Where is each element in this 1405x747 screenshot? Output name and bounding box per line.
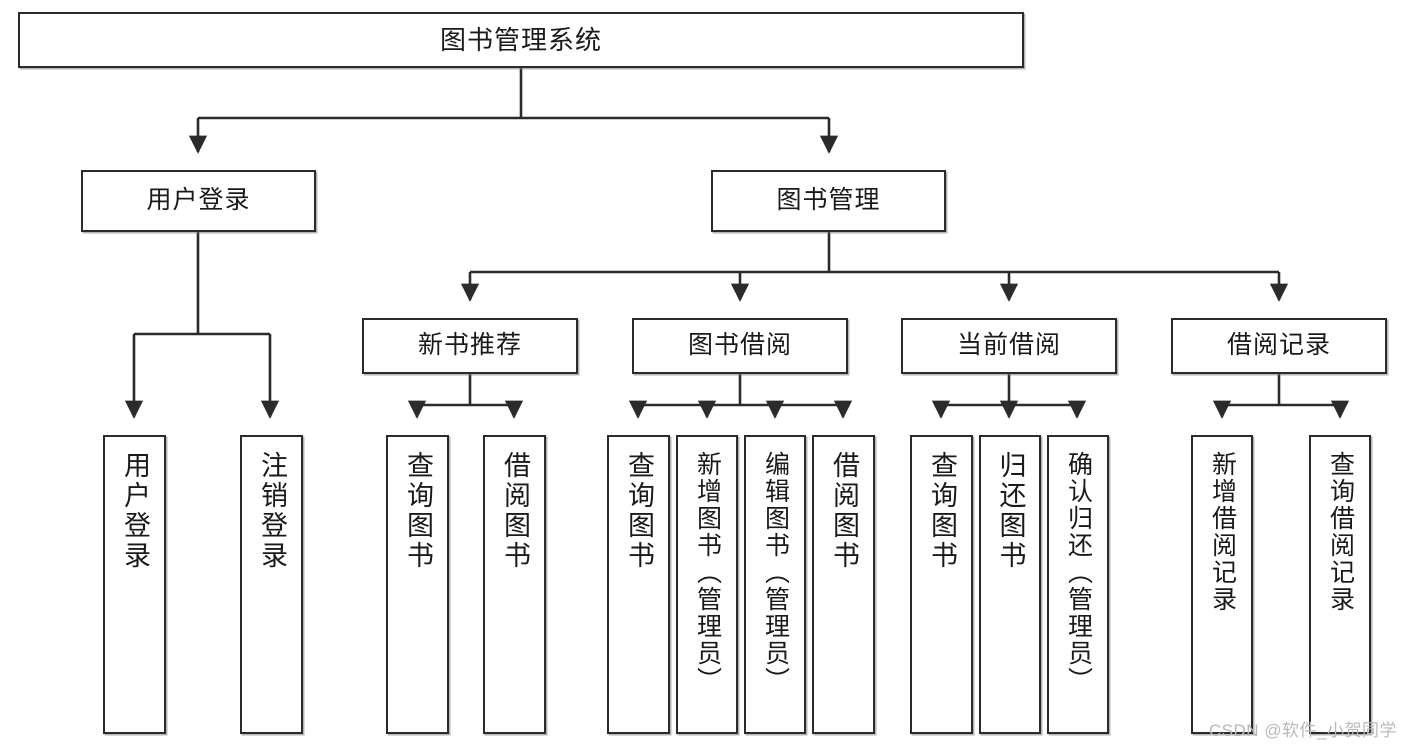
node-label: 归还图书	[995, 451, 1026, 571]
node-label: 查询图书	[403, 451, 433, 571]
node-user-login[interactable]: 用户登录	[81, 170, 316, 232]
node-leaf-query-book-3[interactable]: 查询图书	[910, 435, 973, 734]
node-label: 图书管理	[776, 186, 881, 215]
node-label: 新书推荐	[417, 331, 522, 360]
node-current-borrow[interactable]: 当前借阅	[901, 318, 1117, 374]
node-label: 注销登录	[257, 451, 287, 571]
node-leaf-confirm-return[interactable]: 确认归还（管理员）	[1047, 435, 1109, 734]
node-label: 借阅记录	[1226, 331, 1331, 360]
node-label: 编辑图书（管理员）	[761, 451, 790, 694]
node-label: 新增图书（管理员）	[693, 451, 722, 694]
node-root-book-management-system[interactable]: 图书管理系统	[18, 12, 1024, 68]
node-new-book-recommend[interactable]: 新书推荐	[362, 318, 578, 374]
node-label: 图书管理系统	[439, 24, 602, 55]
node-label: 用户登录	[146, 186, 251, 215]
node-book-borrow[interactable]: 图书借阅	[632, 318, 848, 374]
node-borrow-record[interactable]: 借阅记录	[1171, 318, 1387, 374]
node-label: 查询图书	[624, 451, 654, 571]
node-leaf-logout-login[interactable]: 注销登录	[240, 435, 303, 734]
node-leaf-borrow-book-2[interactable]: 借阅图书	[812, 435, 875, 734]
node-leaf-query-book-1[interactable]: 查询图书	[386, 435, 449, 734]
node-label: 新增借阅记录	[1208, 451, 1237, 613]
node-book-manage[interactable]: 图书管理	[711, 170, 946, 232]
node-leaf-user-login[interactable]: 用户登录	[103, 435, 166, 734]
node-label: 用户登录	[120, 451, 150, 571]
node-leaf-edit-book[interactable]: 编辑图书（管理员）	[744, 435, 806, 734]
node-label: 借阅图书	[500, 451, 530, 571]
node-leaf-return-book[interactable]: 归还图书	[979, 435, 1041, 734]
node-label: 图书借阅	[687, 331, 792, 360]
node-label: 确认归还（管理员）	[1064, 451, 1093, 694]
node-label: 借阅图书	[829, 451, 859, 571]
node-label: 查询图书	[927, 451, 957, 571]
node-leaf-query-book-2[interactable]: 查询图书	[607, 435, 670, 734]
node-leaf-borrow-book-1[interactable]: 借阅图书	[483, 435, 546, 734]
node-label: 查询借阅记录	[1326, 451, 1355, 613]
node-leaf-add-book[interactable]: 新增图书（管理员）	[676, 435, 738, 734]
watermark-csdn: CSDN @软件_小贺同学	[1208, 721, 1397, 740]
node-label: 当前借阅	[956, 331, 1061, 360]
node-leaf-query-record[interactable]: 查询借阅记录	[1309, 435, 1371, 734]
node-leaf-add-record[interactable]: 新增借阅记录	[1191, 435, 1253, 734]
